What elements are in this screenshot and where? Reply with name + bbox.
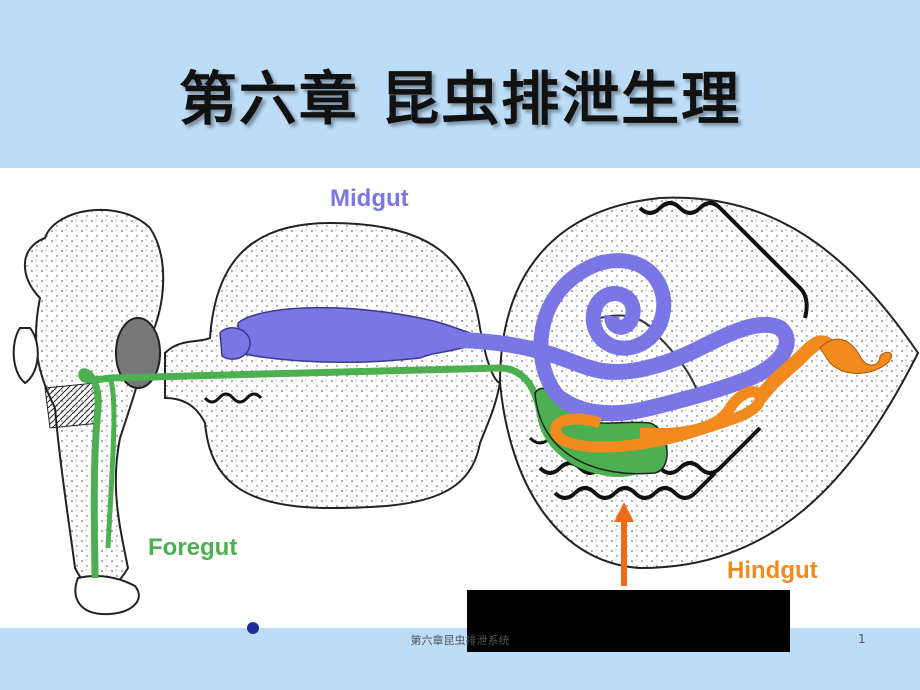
- cerebral-region: [45, 383, 100, 428]
- mouthpart-outline: [14, 328, 38, 383]
- label-midgut: Midgut: [330, 185, 409, 213]
- label-foregut: Foregut: [148, 534, 237, 562]
- foot-outline: [75, 576, 138, 614]
- label-hindgut: Hindgut: [727, 557, 818, 585]
- abdomen-outline: [500, 198, 918, 568]
- footer-text: 第六章昆虫排泄系统: [0, 632, 920, 648]
- midgut-proventriculus: [220, 328, 250, 359]
- slide-title: 第六章 昆虫排泄生理: [0, 52, 920, 136]
- crop-outline: [165, 223, 500, 508]
- page-number: 1: [858, 632, 866, 646]
